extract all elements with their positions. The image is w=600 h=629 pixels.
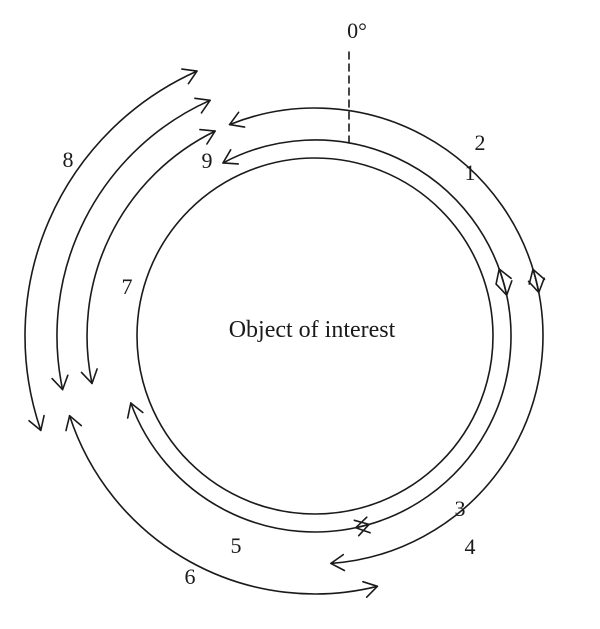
arc-3	[355, 268, 512, 534]
arc-label-9: 9	[202, 148, 213, 173]
arc-1-9-arrowhead	[222, 149, 239, 165]
arc-5	[126, 402, 370, 537]
zero-degree-label: 0°	[347, 18, 367, 43]
arc-3-path	[355, 268, 512, 529]
object-circle	[136, 157, 494, 515]
arc-label-8: 8	[63, 147, 74, 172]
arc-label-5: 5	[231, 533, 242, 558]
arc-4	[330, 268, 546, 572]
arc-3-arrowhead	[495, 268, 512, 285]
arc-8b-arrowhead	[51, 374, 69, 391]
arc-8b	[51, 97, 211, 391]
arc-2-path	[228, 107, 540, 294]
arc-7-arrowhead	[199, 128, 216, 145]
arc-label-2: 2	[475, 130, 486, 155]
arc-label-7: 7	[122, 274, 133, 299]
arc-7	[80, 128, 216, 385]
arc-5-path	[130, 402, 370, 533]
arc-6	[65, 414, 379, 598]
arc-6-arrowhead	[65, 414, 83, 432]
arc-8-arrowhead	[28, 414, 45, 432]
arc-8b-arrowhead	[194, 97, 211, 114]
arc-4-arrowhead	[528, 268, 546, 285]
arc-7-arrowhead	[80, 368, 98, 385]
arc-5-arrowhead	[126, 402, 144, 419]
arc-8b-path	[56, 99, 211, 391]
object-label: Object of interest	[229, 317, 396, 343]
arc-7-path	[86, 130, 216, 385]
arc-8-arrowhead	[181, 68, 198, 85]
arc-1-9-path	[222, 139, 508, 296]
arc-label-6: 6	[185, 564, 196, 589]
arc-6-path	[68, 414, 379, 595]
arc-8	[24, 68, 198, 432]
arc-5-arrowhead	[353, 519, 370, 537]
arc-4-arrowhead	[330, 553, 346, 572]
arc-2-arrowhead	[228, 111, 246, 128]
arc-6-arrowhead	[362, 580, 379, 598]
arcs-layer	[24, 68, 546, 598]
arc-label-4: 4	[465, 534, 476, 559]
arc-label-3: 3	[455, 496, 466, 521]
arc-label-1: 1	[465, 160, 476, 185]
arc-8-path	[24, 70, 198, 432]
arc-4-path	[330, 268, 544, 565]
